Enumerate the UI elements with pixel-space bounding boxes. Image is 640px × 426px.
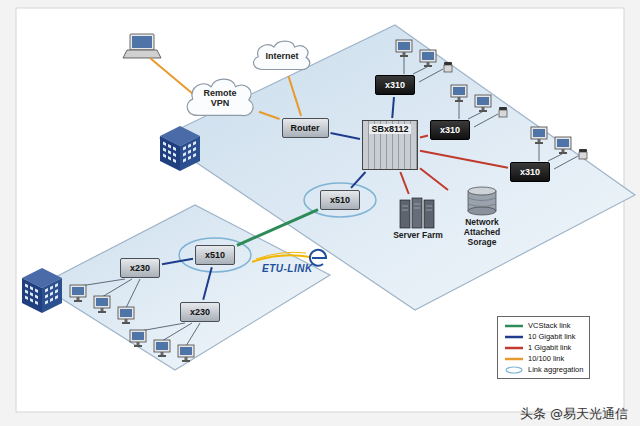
legend-swatch	[505, 335, 523, 338]
pc-icon	[94, 296, 110, 313]
legend-swatch	[504, 322, 524, 330]
legend-swatch	[505, 357, 523, 360]
network-link	[331, 133, 361, 139]
legend-swatch	[504, 344, 524, 352]
watermark: 头条 @易天光通信	[520, 405, 628, 423]
network-link	[237, 210, 318, 246]
brand-logo-text: ETU-LINK	[262, 263, 313, 274]
pc-icon	[118, 307, 134, 324]
switch-box: x310	[510, 162, 550, 182]
legend-swatch	[504, 355, 524, 363]
network-link	[420, 168, 448, 190]
switch-box: x510	[195, 245, 235, 265]
building-icon	[22, 268, 62, 313]
cloud-shape: Remote VPN	[183, 75, 257, 122]
node-label: Router	[291, 123, 320, 133]
node-label: x510	[329, 195, 351, 205]
laptop-icon	[123, 34, 161, 58]
legend-label: VCStack link	[528, 320, 571, 331]
legend-swatch	[504, 366, 524, 374]
node-label: x510	[204, 250, 226, 260]
network-link	[420, 136, 428, 138]
network-link	[162, 259, 193, 264]
legend-swatch	[506, 367, 522, 373]
network-link	[203, 267, 212, 300]
node-label: Internet	[265, 51, 298, 61]
node-label: Server Farm	[392, 230, 444, 240]
chassis-switch: SBx8112	[362, 120, 418, 170]
pc-icon	[178, 345, 194, 362]
legend-box: VCStack link10 Gigabit link1 Gigabit lin…	[497, 316, 590, 379]
cloud-shape: Internet	[250, 38, 313, 74]
node-label: x310	[520, 167, 540, 177]
switch-box: x310	[375, 75, 415, 95]
network-link	[392, 97, 394, 118]
router-box: Router	[282, 118, 329, 138]
node-label: x310	[385, 80, 405, 90]
node-label: Network Attached Sorage	[450, 217, 514, 248]
pc-icon	[154, 340, 170, 357]
network-link	[400, 172, 408, 194]
switch-box: x230	[180, 302, 220, 322]
legend-swatch	[505, 324, 523, 327]
server-icon	[400, 198, 434, 228]
legend-swatch	[504, 333, 524, 341]
network-link	[420, 151, 508, 168]
legend-row: 10 Gigabit link	[504, 331, 583, 342]
network-link	[259, 112, 280, 119]
pc-icon	[130, 330, 146, 347]
pc-icon	[70, 285, 86, 302]
node-label: Remote VPN	[198, 88, 242, 109]
switch-box: x310	[430, 120, 470, 140]
node-label: x310	[440, 125, 460, 135]
legend-row: Link aggregation	[504, 364, 583, 375]
storage-icon	[468, 187, 496, 215]
cloud-outline	[254, 41, 310, 69]
node-label: x230	[189, 307, 211, 317]
legend-label: Link aggregation	[528, 364, 583, 375]
legend-swatch	[505, 346, 523, 349]
server-group: Server Farm	[392, 196, 444, 240]
storage-group: Network Attached Sorage	[450, 185, 514, 248]
legend-label: 1 Gigabit link	[528, 342, 571, 353]
switch-box: x510	[320, 190, 360, 210]
legend-label: 10 Gigabit link	[528, 331, 576, 342]
switch-box: x230	[120, 258, 160, 278]
legend-row: 1 Gigabit link	[504, 342, 583, 353]
legend-label: 10/100 link	[528, 353, 564, 364]
legend-row: VCStack link	[504, 320, 583, 331]
legend-row: 10/100 link	[504, 353, 583, 364]
node-label: x230	[129, 263, 151, 273]
network-link	[288, 76, 301, 116]
node-label: SBx8112	[369, 124, 411, 134]
network-link	[351, 172, 365, 188]
cloud-outline	[187, 79, 253, 116]
vpn-wire	[150, 58, 193, 94]
floor-plane	[40, 205, 330, 370]
building-icon	[160, 126, 200, 171]
